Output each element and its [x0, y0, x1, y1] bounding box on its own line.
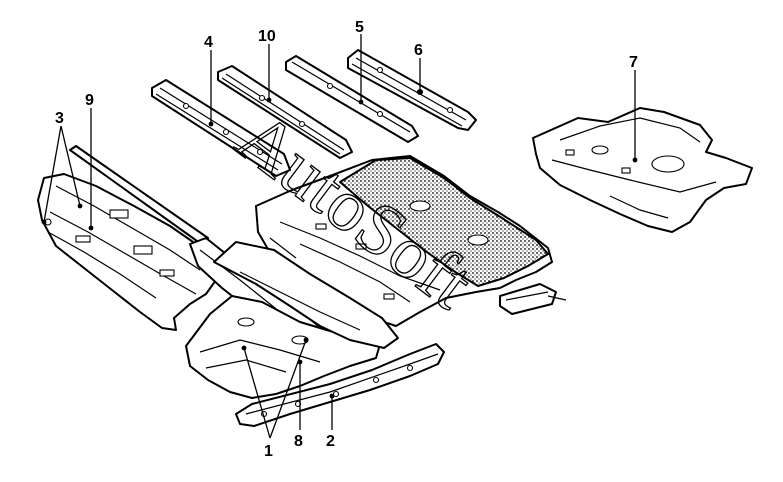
cowl-rail — [69, 145, 209, 247]
callout-5: 5 — [355, 19, 364, 36]
front-dash-panel — [37, 173, 217, 331]
rear-cross-member — [347, 49, 477, 131]
callout-3: 3 — [55, 110, 64, 127]
callout-9: 9 — [85, 92, 94, 109]
rear-floor-panel — [532, 107, 753, 233]
callout-8: 8 — [294, 433, 303, 450]
seat-cross-member — [217, 65, 353, 159]
callout-1: 1 — [264, 443, 273, 460]
front-cross-member — [151, 79, 291, 177]
callout-6: 6 — [414, 42, 423, 59]
middle-cross-member — [285, 55, 419, 143]
front-floor-panel — [185, 241, 399, 399]
callout-7: 7 — [629, 54, 638, 71]
tunnel-bracket — [499, 283, 567, 315]
callout-2: 2 — [326, 433, 335, 450]
leader-lines — [41, 34, 638, 439]
callout-labels: 4 10 5 6 7 9 3 1 8 2 — [55, 19, 638, 460]
middle-floor-panel — [255, 155, 553, 327]
callout-10: 10 — [258, 28, 276, 45]
callout-4: 4 — [204, 34, 213, 51]
